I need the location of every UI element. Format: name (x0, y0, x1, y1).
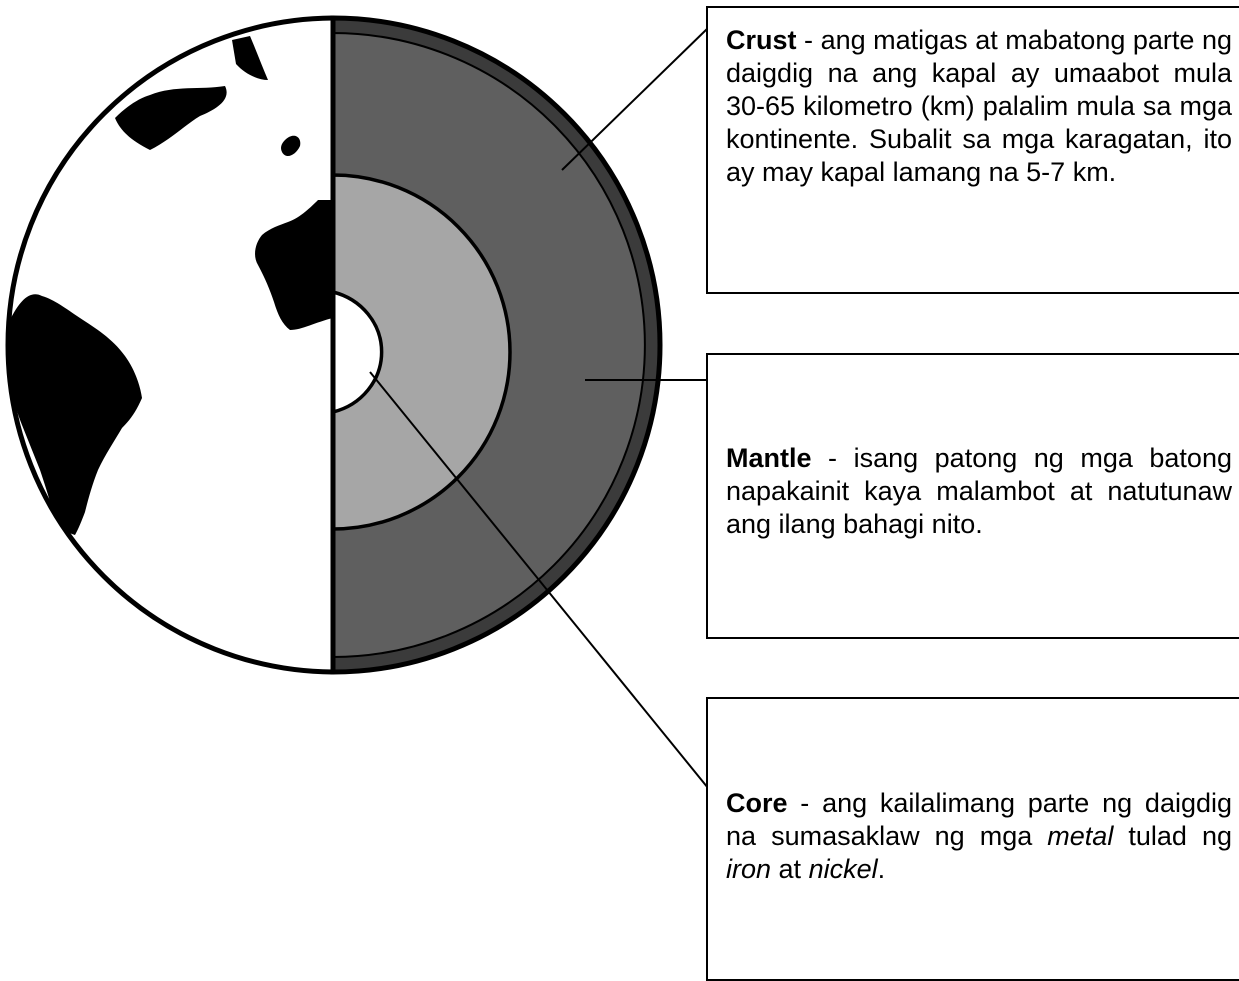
mantle-callout: Mantle - isang patong ng mga batong napa… (706, 353, 1239, 639)
core-description-3: at (771, 854, 809, 884)
south-tip-landmass (30, 560, 60, 600)
crust-term: Crust (726, 25, 797, 55)
core-iron-term: iron (726, 854, 771, 884)
mantle-term: Mantle (726, 443, 812, 473)
earth-cross-section (333, 18, 660, 672)
core-description-2: tulad ng (1113, 821, 1232, 851)
core-nickel-term: nickel (809, 854, 878, 884)
crust-leader-line (562, 28, 708, 170)
crust-callout: Crust - ang matigas at mabatong parte ng… (706, 6, 1239, 294)
crust-description: - ang matigas at mabatong parte ng daigd… (726, 25, 1232, 187)
core-term: Core (726, 788, 788, 818)
core-callout: Core - ang kailalimang parte ng daigdig … (706, 697, 1239, 981)
core-metal-term: metal (1047, 821, 1113, 851)
core-description-4: . (878, 854, 886, 884)
